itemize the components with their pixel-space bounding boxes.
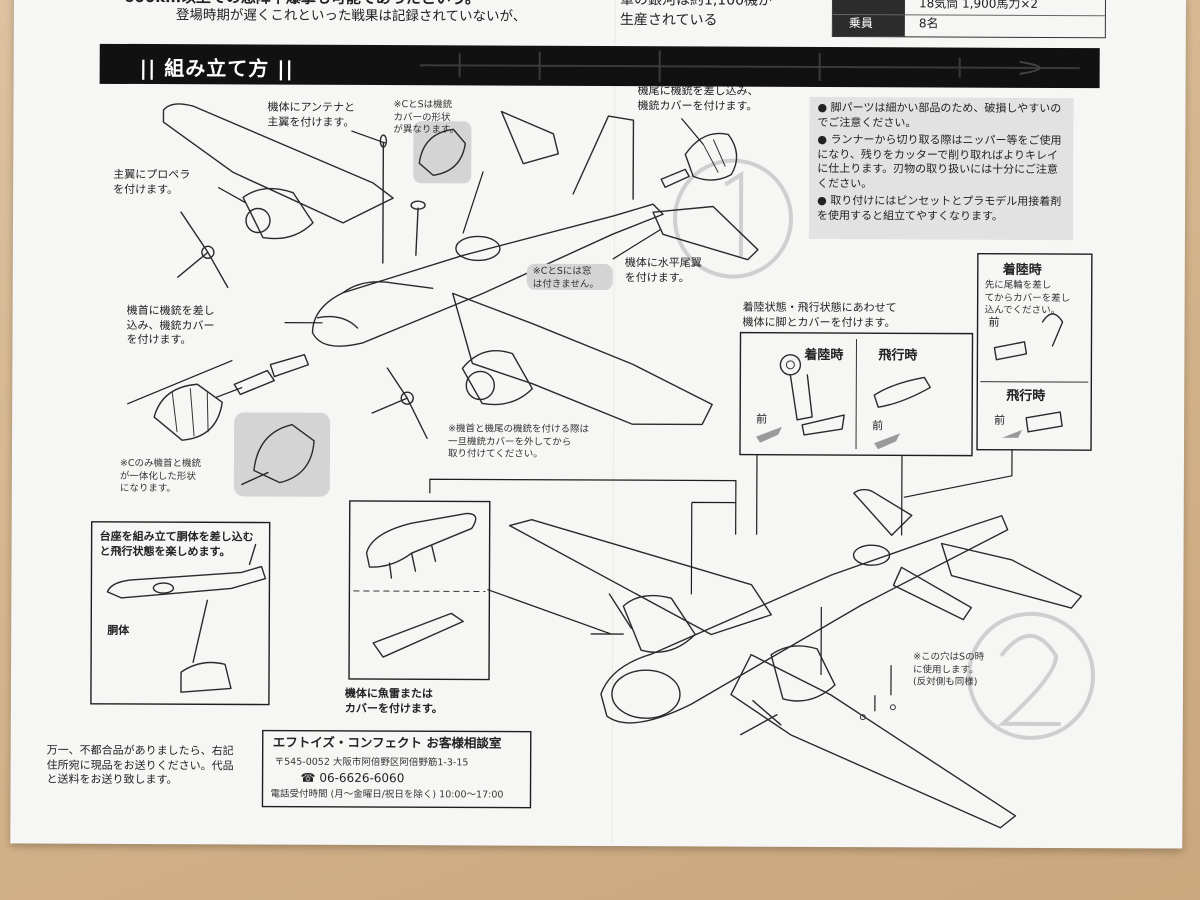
fuselage-label: 胴体 <box>107 623 130 637</box>
caution-3: ● 取り付けにはピンセットとプラモデル用接着剤を使用すると組立てやすくなります。 <box>817 194 1062 223</box>
flight-label-right: 飛行時 <box>1006 388 1046 404</box>
tailplane-text: 機体に水平尾翼 を付けます。 <box>624 256 702 284</box>
front-label-4: 前 <box>994 413 1006 427</box>
instruction-sheet: 600km以上での急降下爆撃も可能であったという。 登場時期が遅くこれといった戦… <box>10 0 1186 849</box>
torpedo-drawing <box>365 512 477 658</box>
assembly-drawings <box>90 96 1096 829</box>
hole-note: ※この穴はSの時 に使用します。 (反対側も同様) <box>912 651 985 688</box>
stand-text: 台座を組み立て胴体を差し込む と飛行状態を楽しめます。 <box>99 529 254 558</box>
note-remove-cover: ※機首と機尾の機銃を付ける際は 一旦機銃カバーを外してから 取り付けてください。 <box>447 423 590 460</box>
stand-drawing <box>106 543 267 693</box>
antenna-wing-text: 機体にアンテナと 主翼を付けます。 <box>267 100 356 129</box>
step2-aircraft-drawing <box>508 488 1083 829</box>
torpedo-text: 機体に魚雷または カバーを付けます。 <box>344 686 443 715</box>
landing-label-right: 着陸時 <box>1002 262 1042 278</box>
flight-gear-drawing <box>873 376 931 450</box>
landing-note: 先に尾輪を差し てからカバーを差し 込んでください。 <box>984 279 1071 317</box>
note-cs-window: ※CとSには窓 は付きません。 <box>532 265 599 290</box>
nose-gun-text: 機首に機銃を差し 込み、機銃カバー を付けます。 <box>126 303 215 347</box>
front-label-2: 前 <box>872 419 884 433</box>
company-name: エフトイズ・コンフェクト お客様相談室 <box>272 734 502 751</box>
caution-1: ● 脚パーツは細かい部品のため、破損しやすいのでご注意ください。 <box>817 100 1062 129</box>
landing-label: 着陸時 <box>804 347 844 364</box>
company-phone: ☎ 06-6626-6060 <box>300 770 405 786</box>
propeller-text: 主翼にプロペラ を付けます。 <box>113 167 191 196</box>
title-bar: || 組み立て方 || <box>99 43 1100 89</box>
front-label-1: 前 <box>756 412 768 426</box>
front-label-3: 前 <box>988 315 1000 329</box>
company-address: 〒545-0052 大阪市阿倍野区阿倍野筋1-3-15 <box>274 756 469 769</box>
landing-gear-drawing <box>756 354 845 443</box>
flight-label: 飛行時 <box>878 348 918 364</box>
service-hours: 電話受付時間 (月～金曜日/祝日を除く) 10:00～17:00 <box>270 788 504 801</box>
note-c-only: ※Cのみ機首と機銃 が一体化した形状 になります。 <box>119 457 202 495</box>
missing-parts-note: 万一、不都合品がありましたら、右記 住所宛に現品をお送りください。代品 と送料を… <box>46 743 234 787</box>
step1-fuselage-drawing <box>153 103 759 497</box>
caution-box: ● 脚パーツは細かい部品のため、破損しやすいのでご注意ください。 ● ランナーか… <box>817 101 1068 224</box>
caution-2: ● ランナーから切り取る際はニッパー等をご使用になり、残りをカッターで削り取れば… <box>817 132 1062 190</box>
note-cs-gun: ※CとSは機銃 カバーの形状 が異なります。 <box>393 99 459 136</box>
tail-gun-text: 機尾に機銃を差し込み、 機銃カバーを付けます。 <box>637 84 759 113</box>
gear-instruction: 着陸状態・飛行状態にあわせて 機体に脚とカバーを付けます。 <box>742 300 897 329</box>
blueprint-watermark <box>419 50 1080 83</box>
